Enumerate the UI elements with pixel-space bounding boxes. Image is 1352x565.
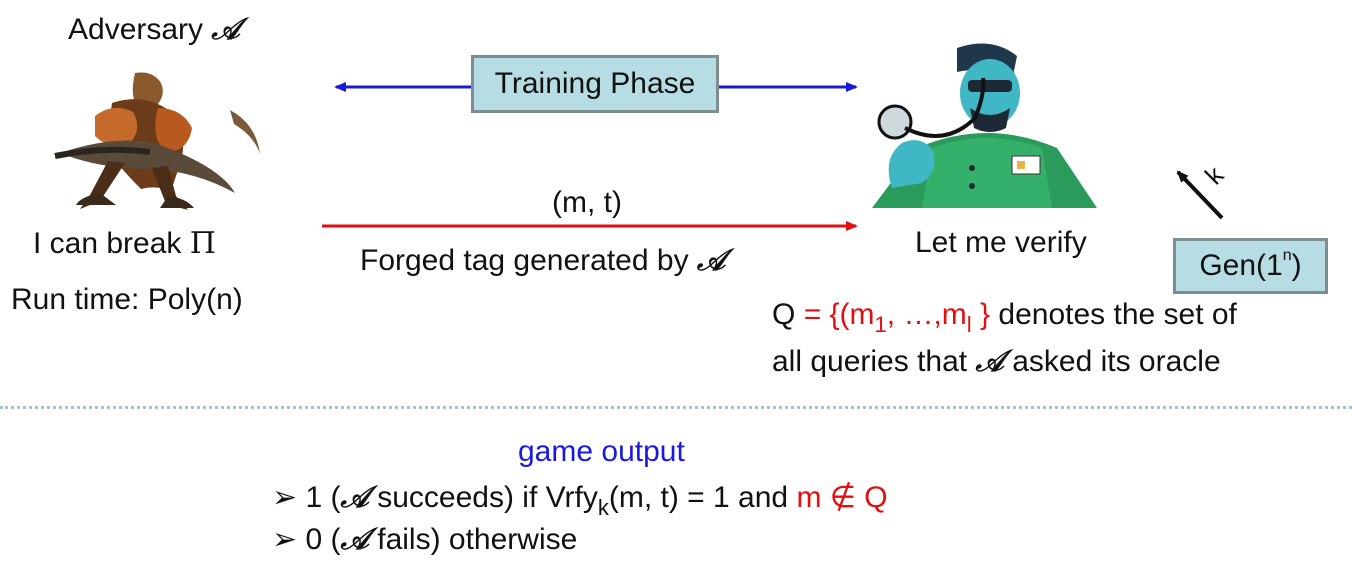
training-phase-label: Training Phase (494, 67, 696, 100)
forge-pair: (m, t) (552, 186, 622, 219)
bullet-glyph-2: ➢ (272, 523, 298, 556)
game-bullet-1: ➢ 1 (𝒜 succeeds) if Vrfyk(m, t) = 1 and … (272, 480, 888, 520)
gen-close: ) (1291, 249, 1302, 282)
q-symbol: Q (772, 298, 796, 331)
q-rest1: denotes the set of (998, 298, 1237, 331)
b2-a: 0 ( (305, 523, 341, 556)
b1-symbol: 𝒜 (340, 480, 369, 515)
b1-d: m ∉ Q (796, 481, 888, 514)
adversary-title: Adversary 𝒜 (68, 12, 240, 47)
gen-base: Gen(1 (1199, 249, 1283, 282)
b1-b: succeeds) if Vrfy (377, 481, 598, 514)
adversary-label: Adversary (68, 13, 204, 46)
key-arrow (1176, 170, 1224, 220)
runtime-text: Run time: Poly(n) (11, 283, 243, 316)
bullet-glyph-1: ➢ (272, 481, 298, 514)
game-bullet-2: ➢ 0 (𝒜 fails) otherwise (272, 522, 577, 557)
b1-a: 1 ( (305, 481, 341, 514)
pi-symbol: Π (189, 226, 216, 261)
b2-b: fails) otherwise (377, 523, 578, 556)
q-subl: l (966, 312, 972, 337)
forge-symbol: 𝒜 (696, 243, 726, 278)
training-phase-box: Training Phase (471, 55, 719, 113)
q-sub1: 1 (874, 312, 887, 337)
verifier-label: Let me verify (915, 226, 1087, 259)
forge-caption-text: Forged tag generated by (360, 244, 689, 277)
adversary-claim: I can break Π (33, 226, 216, 261)
stethoscope-icon (877, 77, 986, 140)
q-symbol-a: 𝒜 (975, 344, 1004, 379)
q-rest2b: asked its oracle (1012, 345, 1221, 378)
b1-c: (m, t) = 1 and (608, 481, 789, 514)
q-mid: , …,m (886, 298, 967, 331)
query-set-line2: all queries that 𝒜 asked its oracle (772, 344, 1221, 379)
q-rest2a: all queries that (772, 345, 968, 378)
section-divider (0, 406, 1352, 409)
claim-text: I can break (33, 227, 182, 260)
forge-caption: Forged tag generated by 𝒜 (360, 243, 725, 278)
b1-sub: k (597, 495, 609, 520)
b2-symbol: 𝒜 (340, 522, 369, 557)
game-title: game output (518, 435, 685, 468)
adversary-symbol: 𝒜 (211, 12, 240, 47)
q-eq: = {(m (803, 298, 875, 331)
q-close: } (971, 298, 991, 331)
query-set-line1: Q = {(m1, …,ml } denotes the set of (772, 298, 1237, 337)
gen-sup: n (1282, 247, 1292, 264)
